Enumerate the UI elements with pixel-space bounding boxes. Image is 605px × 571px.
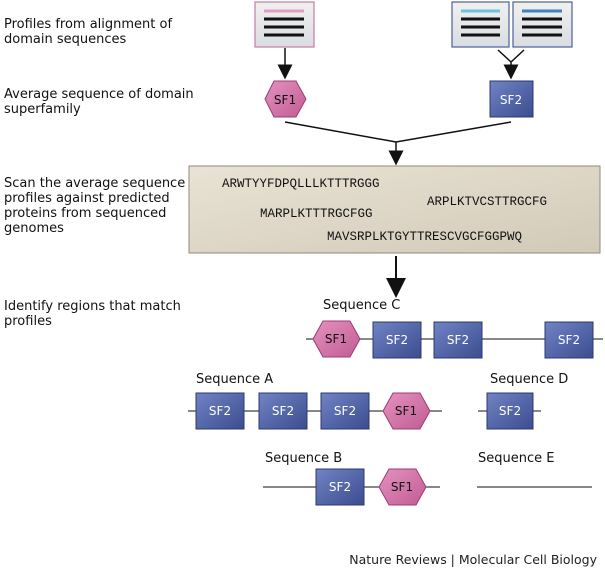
average-sf1-hexagon: SF1 xyxy=(264,80,307,118)
sequence-c-sf2-label-2: SF2 xyxy=(447,333,469,347)
sequence-b-sf1-domain xyxy=(378,468,427,506)
sequence-c-sf1-label: SF1 xyxy=(325,332,347,346)
scan-sequence-3: MARPLKTTTRGCFGG xyxy=(260,207,373,221)
step-profiles-text: Profiles from alignment of domain sequen… xyxy=(4,17,173,47)
sequence-c-track: SF1 SF2 SF2 SF2 xyxy=(306,320,603,359)
average-sf2-square: SF2 xyxy=(489,80,534,118)
sequence-a-sf2-label-1: SF2 xyxy=(209,404,231,418)
scan-box xyxy=(188,165,601,254)
sequence-a-sf2-domain-1 xyxy=(195,392,245,430)
sequence-c-label: Sequence C xyxy=(323,298,401,313)
sequence-a-track: SF2 SF2 SF2 SF1 xyxy=(188,392,442,430)
sequence-a-sf2-domain-2 xyxy=(258,392,308,430)
sequence-c-sf2-label-1: SF2 xyxy=(386,333,408,347)
sequence-d-label: Sequence D xyxy=(490,372,569,387)
sequence-d-track: SF2 xyxy=(478,392,541,430)
sequence-b-sf2-domain xyxy=(315,468,365,506)
sequence-d-sf2-label: SF2 xyxy=(499,404,521,418)
step-scan-text: Scan the average sequence profiles again… xyxy=(4,176,186,236)
sequence-c-sf2-label-3: SF2 xyxy=(558,333,580,347)
scan-sequence-1: ARWTYYFDPQLLLKTTTRGGG xyxy=(222,177,380,191)
sequence-a-sf1-domain xyxy=(382,392,431,430)
profile-box-sf1 xyxy=(254,1,315,48)
sequence-a-sf2-label-3: SF2 xyxy=(334,404,356,418)
step-average-text: Average sequence of domain superfamily xyxy=(4,87,194,117)
sequence-a-label: Sequence A xyxy=(196,372,274,387)
step-identify-text: Identify regions that match profiles xyxy=(4,299,181,329)
sequence-b-track: SF2 SF1 xyxy=(263,468,440,506)
sequence-e-label: Sequence E xyxy=(478,451,555,466)
sequence-b-label: Sequence B xyxy=(265,451,343,466)
sequence-d-sf2-domain xyxy=(486,392,534,430)
sequence-c-sf2-domain-3 xyxy=(544,321,594,359)
sequence-b-sf1-label: SF1 xyxy=(391,480,413,494)
average-sf2-label: SF2 xyxy=(500,93,522,107)
sequence-a-sf1-label: SF1 xyxy=(395,404,417,418)
sequence-c-sf2-domain-2 xyxy=(433,321,483,359)
profile-box-sf2-a xyxy=(451,1,510,48)
merge-connector-averages xyxy=(284,121,512,143)
sequence-b-sf2-label: SF2 xyxy=(329,480,351,494)
scan-sequence-2: ARPLKTVCSTTRGCFG xyxy=(427,195,548,209)
sequence-a-sf2-domain-3 xyxy=(320,392,370,430)
sequence-c-sf1-domain xyxy=(312,320,361,358)
credit-text: Nature Reviews | Molecular Cell Biology xyxy=(349,552,597,567)
profile-box-sf2-b xyxy=(512,1,573,48)
merge-connector-sf2 xyxy=(497,49,525,72)
sequence-c-sf2-domain-1 xyxy=(372,321,422,359)
scan-sequence-4: MAVSRPLKTGYTTRESCVGCFGGPWQ xyxy=(327,230,523,244)
sequence-a-sf2-label-2: SF2 xyxy=(272,404,294,418)
average-sf1-label: SF1 xyxy=(274,93,296,107)
